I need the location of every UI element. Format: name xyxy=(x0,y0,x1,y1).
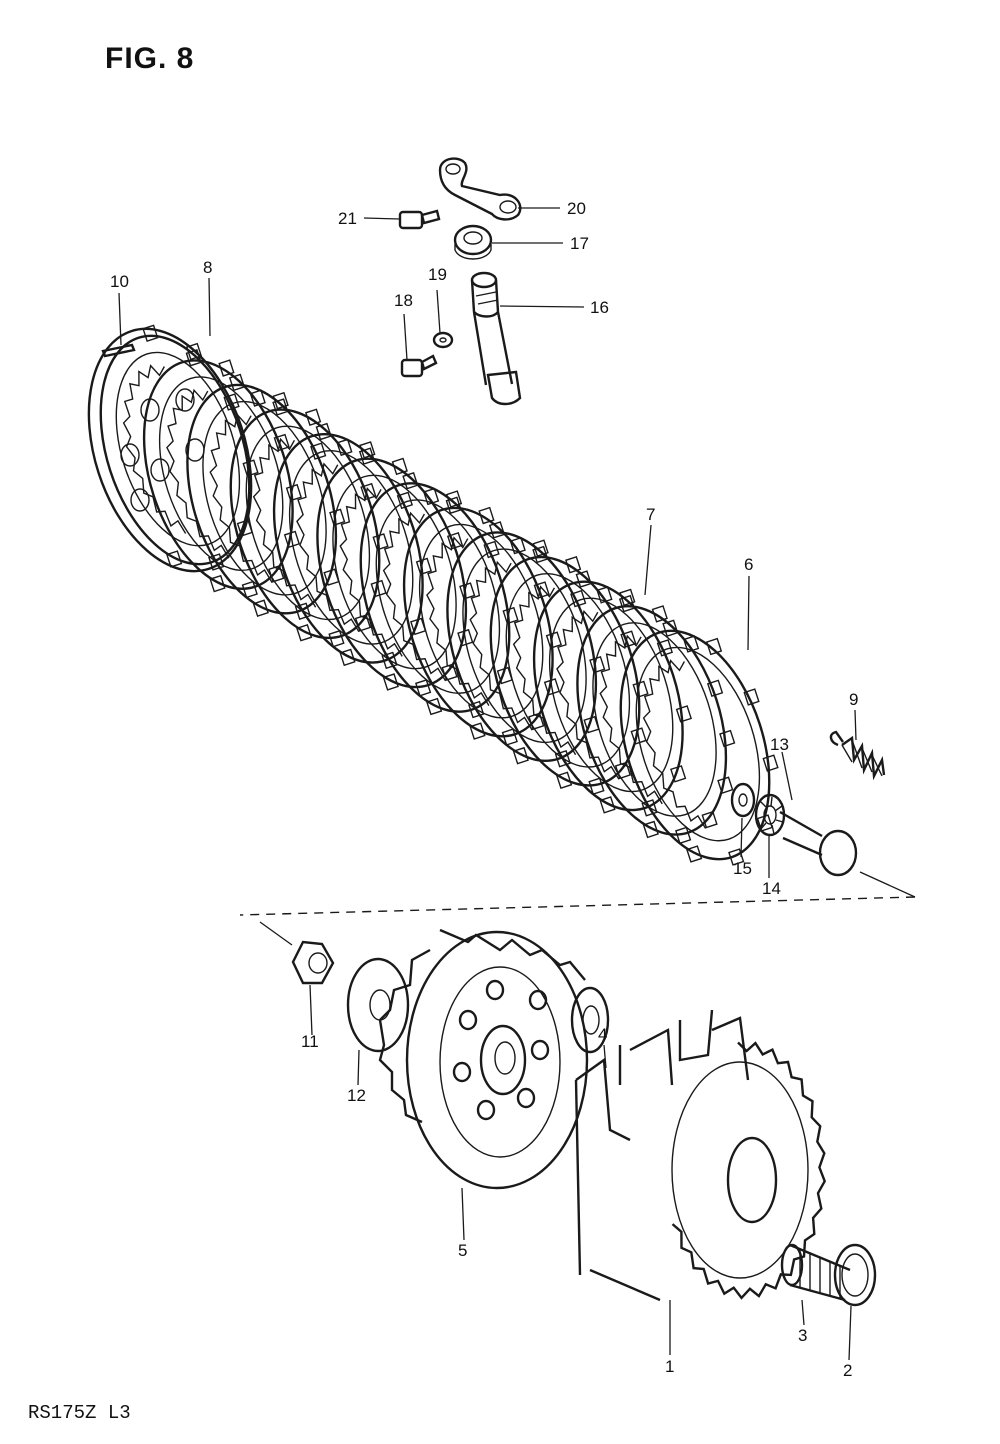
part-13-push-piece xyxy=(779,810,858,877)
part-21-bolt xyxy=(398,209,441,230)
drive-plate xyxy=(619,619,779,866)
figure-footer: RS175Z L3 xyxy=(28,1402,131,1424)
callout-2: 2 xyxy=(843,1361,852,1380)
callout-17: 17 xyxy=(570,234,589,253)
part-18-screw xyxy=(400,354,438,378)
callout-20: 20 xyxy=(567,199,586,218)
friction-plate xyxy=(402,496,563,746)
gear-teeth-outline xyxy=(671,1041,827,1300)
callout-3: 3 xyxy=(798,1326,807,1345)
part-5-sleeve-hub xyxy=(378,928,589,1190)
callout-12: 12 xyxy=(347,1086,366,1105)
callout-9: 9 xyxy=(849,690,858,709)
part-9-spring xyxy=(829,730,886,781)
part-15-washer xyxy=(730,782,756,818)
callout-7: 7 xyxy=(646,505,655,524)
part-3-needle-bearing xyxy=(780,1243,851,1302)
part-17-oil-seal xyxy=(453,224,493,260)
part-11-nut xyxy=(291,940,335,985)
part-20-release-arm xyxy=(438,157,522,221)
callout-15: 15 xyxy=(733,859,752,878)
friction-plate xyxy=(142,349,303,599)
callout-10: 10 xyxy=(110,272,129,291)
part-1-clutch-housing xyxy=(574,1009,827,1302)
part-10-pin xyxy=(101,343,136,358)
drive-plate xyxy=(99,324,259,571)
clutch-plate-stack xyxy=(87,324,779,866)
callout-8: 8 xyxy=(203,258,212,277)
callout-1: 1 xyxy=(665,1357,674,1376)
callout-6: 6 xyxy=(744,555,753,574)
callout-labels: 10 8 21 20 17 19 16 18 7 6 9 13 15 14 11… xyxy=(110,199,858,1380)
part-16-release-camshaft xyxy=(470,271,522,406)
part-4-washer xyxy=(570,986,610,1054)
part-2-thrust-washer xyxy=(833,1243,877,1307)
callout-19: 19 xyxy=(428,265,447,284)
figure-title: FIG. 8 xyxy=(105,42,195,75)
part-19-washer xyxy=(432,331,454,349)
assembly-dashed-line xyxy=(239,871,916,946)
callout-5: 5 xyxy=(458,1241,467,1260)
part-1-gear-teeth xyxy=(671,1041,827,1300)
callout-21: 21 xyxy=(338,209,357,228)
drive-plate xyxy=(186,373,346,620)
callout-18: 18 xyxy=(394,291,413,310)
part-12-washer xyxy=(346,957,410,1053)
callout-16: 16 xyxy=(590,298,609,317)
callout-13: 13 xyxy=(770,735,789,754)
part-8-pressure-plate xyxy=(87,327,253,573)
callout-11: 11 xyxy=(301,1032,319,1051)
part-14-bearing xyxy=(754,793,786,837)
leader-lines xyxy=(118,207,857,1361)
callout-4: 4 xyxy=(598,1025,607,1044)
callout-14: 14 xyxy=(762,879,781,898)
